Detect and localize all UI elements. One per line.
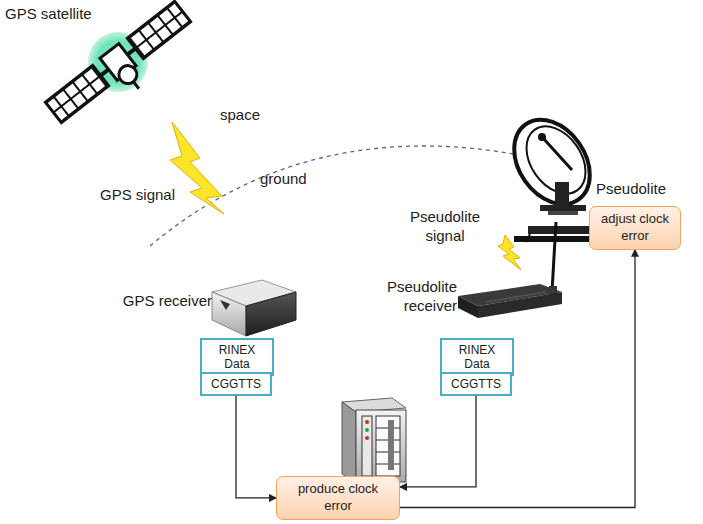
action-box: produce clock error — [276, 476, 400, 520]
box-text: CGGTTS — [451, 377, 501, 391]
data-box: RINEX Data — [200, 338, 274, 376]
text-label: ground — [260, 170, 330, 189]
text-label: Pseudolite receiver — [365, 278, 457, 316]
text-label: GPS receiver — [100, 292, 212, 311]
text-label: GPS signal — [100, 186, 190, 205]
box-text: adjust clock error — [596, 211, 674, 245]
data-box: CGGTTS — [440, 372, 512, 396]
box-text: RINEX Data — [446, 343, 508, 371]
data-box: RINEX Data — [440, 338, 514, 376]
connector-arrow — [400, 396, 476, 487]
gps-receiver-device — [212, 280, 296, 336]
data-box: CGGTTS — [200, 372, 272, 396]
box-text: CGGTTS — [211, 377, 261, 391]
text-label: space — [220, 106, 280, 125]
server-rack — [342, 398, 406, 482]
gps-signal-bolt — [170, 122, 224, 214]
box-text: RINEX Data — [206, 343, 268, 371]
box-text: produce clock error — [283, 481, 393, 515]
text-label: Pseudolite — [596, 180, 696, 199]
text-label: Pseudolite signal — [395, 208, 495, 246]
action-box: adjust clock error — [589, 206, 681, 250]
pseudolite-receiver-device — [458, 222, 562, 318]
text-label: GPS satellite — [5, 5, 115, 24]
connector-arrow — [236, 396, 276, 498]
